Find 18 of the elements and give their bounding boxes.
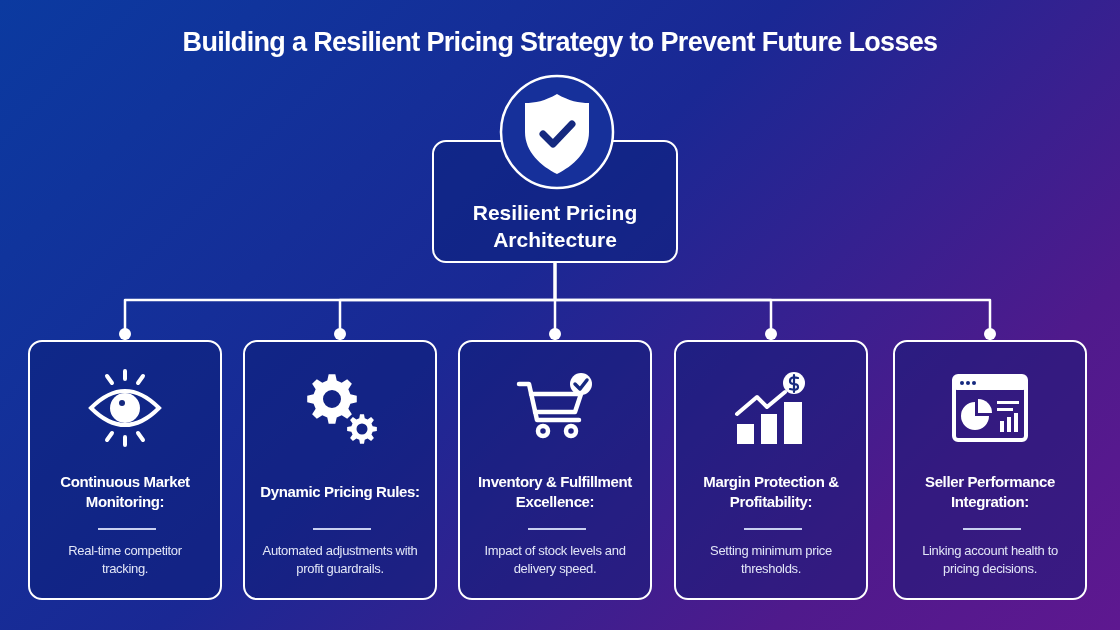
category-card [893,340,1087,600]
title: Building a Resilient Pricing Strategy to Prevent Future Losses [182,26,938,59]
category-card [458,340,652,600]
card-description: Setting minimum price thresholds. [709,542,833,578]
card-description: Real-time competitor tracking. [67,542,183,578]
card-description: Impact of stock levels and delivery speed. [483,542,627,578]
card-heading: Inventory & Fulfillment Excellence: [477,472,633,512]
category-card [674,340,868,600]
card-description: Linking account health to pricing decisions. [921,542,1059,578]
category-card [28,340,222,600]
card-description: Automated adjustments with profit guardrails. [261,542,419,578]
connector-line [553,263,996,340]
category-card [243,340,437,600]
hub-title: Resilient Pricing Architecture [471,199,639,253]
card-heading: Dynamic Pricing Rules: [260,482,420,502]
card-heading: Continuous Market Monitoring: [59,472,191,512]
card-heading: Margin Protection & Profitability: [702,472,840,512]
card-heading: Seller Performance Integration: [924,472,1056,512]
